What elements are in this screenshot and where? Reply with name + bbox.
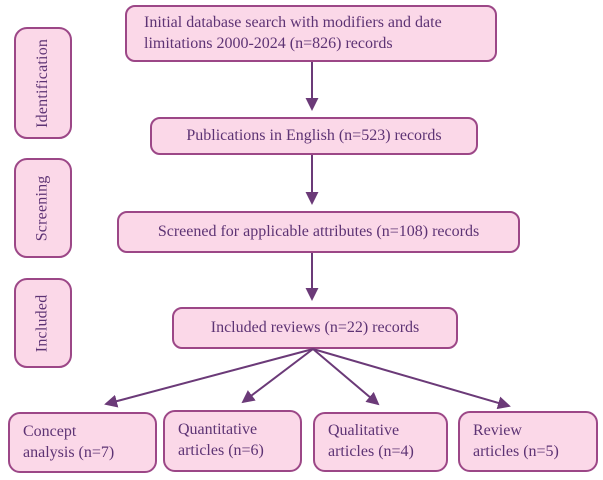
outcome-qualitative-line1: Qualitative [328,422,400,440]
arrow-included-to-qualitative [312,348,380,406]
stage-label-included: Included [33,294,51,352]
outcome-box-quantitative-articles: Quantitative articles (n=6) [163,410,302,472]
outcome-review-line2: articles (n=5) [473,442,559,460]
flow-box-publications-english-text: Publications in English (n=523) records [186,126,442,144]
flow-box-screened-attributes-text: Screened for applicable attributes (n=10… [157,222,480,240]
flow-box-initial-search: Initial database search with modifiers a… [125,5,497,62]
flow-box-initial-search-line1: Initial database search with modifiers a… [144,13,442,31]
stage-label-identification: Identification [33,38,51,128]
arrow-included-to-review [312,348,511,410]
stage-box-included: Included [14,278,72,368]
flow-box-publications-english: Publications in English (n=523) records [150,117,478,155]
flow-box-initial-search-line2: limitations 2000-2024 (n=826) records [144,34,393,52]
outcome-concept-line1: Concept [23,422,77,440]
outcome-quantitative-line2: articles (n=6) [178,442,264,459]
flow-box-screened-attributes: Screened for applicable attributes (n=10… [117,211,520,253]
outcome-box-review-articles: Review articles (n=5) [458,411,598,472]
flow-box-included-reviews-text: Included reviews (n=22) records [210,318,420,336]
outcome-concept-line2: analysis (n=7) [23,443,115,461]
outcome-box-qualitative-articles: Qualitative articles (n=4) [313,412,448,472]
flow-box-included-reviews: Included reviews (n=22) records [172,307,458,349]
arrow-included-to-quantitative [241,348,314,404]
outcome-qualitative-line2: articles (n=4) [328,443,414,460]
outcome-box-concept-analysis: Concept analysis (n=7) [8,412,157,473]
stage-box-screening: Screening [14,158,72,258]
arrow-included-to-concept [104,348,314,408]
stage-label-screening: Screening [33,175,51,241]
outcome-review-line1: Review [473,421,522,439]
outcome-quantitative-line1: Quantitative [178,421,258,439]
stage-box-identification: Identification [14,27,72,139]
